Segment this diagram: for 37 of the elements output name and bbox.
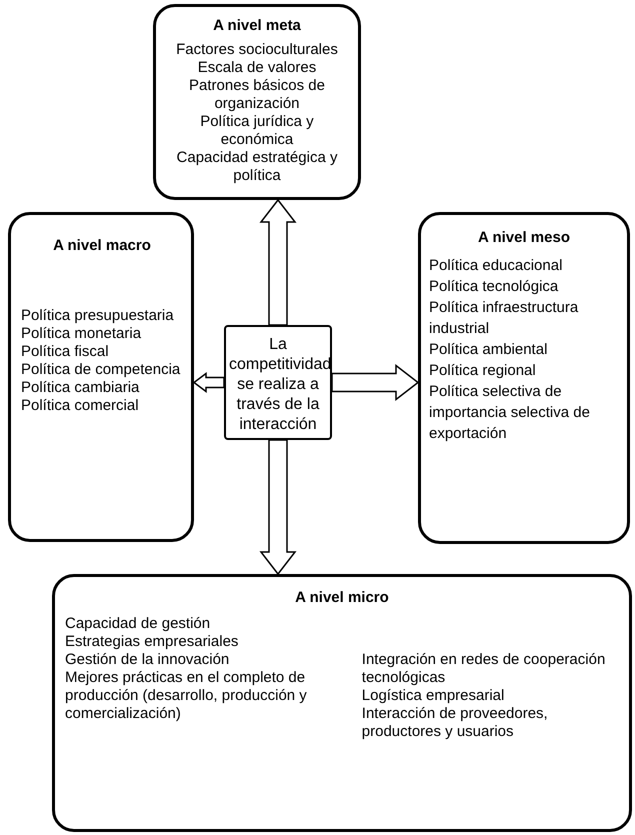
list-item: Política fiscal	[21, 343, 110, 361]
block-arrow	[331, 364, 420, 402]
list-item: Política monetaria	[21, 325, 142, 343]
level-box	[153, 4, 361, 200]
list-item: Política regional	[429, 361, 537, 381]
list-item: Política presupuestaria	[21, 307, 175, 325]
list-item: Política infraestructura industrial	[429, 298, 580, 339]
list-item: Interacción de proveedores, productores y usuarios	[362, 705, 549, 741]
list-item: Política tecnológica	[429, 277, 560, 297]
level-heading: A nivel micro	[294, 589, 390, 607]
level-box	[52, 574, 632, 832]
block-arrow	[259, 198, 297, 326]
block-arrow	[192, 372, 225, 393]
list-item: Capacidad estratégica y política	[176, 149, 338, 185]
list-item: Gestión de la innovación	[65, 651, 230, 669]
list-item: Factores socioculturales	[175, 41, 339, 59]
level-heading: A nivel meso	[477, 229, 571, 247]
list-item: Política cambiaria	[21, 379, 140, 397]
list-item: Capacidad de gestión	[65, 615, 212, 633]
list-item: Política ambiental	[429, 340, 548, 360]
level-heading: A nivel macro	[52, 237, 152, 255]
list-item: Integración en redes de cooperación tecnológicas	[362, 651, 606, 687]
level-box	[418, 212, 630, 544]
list-item: Política de competencia	[21, 361, 182, 379]
list-item: Patrones básicos de organización	[188, 77, 326, 113]
center-box	[224, 325, 332, 440]
list-item: Política selectiva de importancia selectiva de exportación	[429, 382, 591, 444]
level-heading: A nivel meta	[212, 17, 302, 35]
list-item: Política comercial	[21, 397, 140, 415]
block-arrow	[259, 439, 297, 576]
list-item: Estrategias empresariales	[65, 633, 240, 651]
level-box	[8, 212, 194, 542]
list-item: Política educacional	[429, 256, 564, 276]
list-item: Mejores prácticas en el completo de producción (desarrollo, producción y comercialización)	[65, 669, 308, 723]
list-item: Política jurídica y económica	[199, 113, 315, 149]
list-item: Escala de valores	[196, 59, 318, 77]
list-item: Logística empresarial	[362, 687, 506, 705]
